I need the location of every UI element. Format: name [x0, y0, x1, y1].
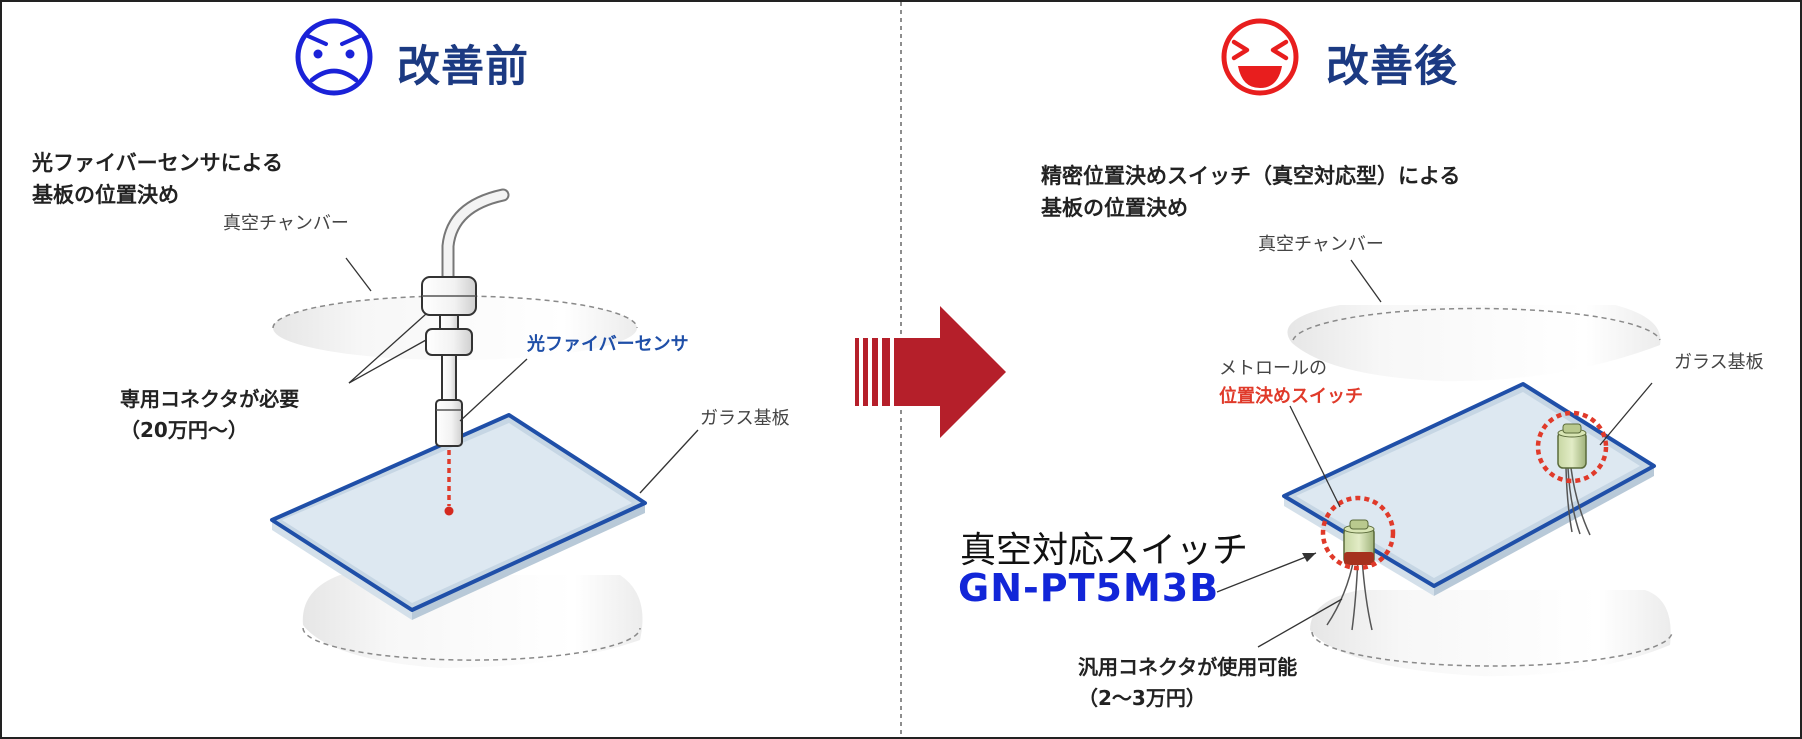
glass-leader-after — [1599, 382, 1653, 446]
after-description-line-1: 精密位置決めスイッチ（真空対応型）による — [1041, 164, 1461, 188]
before-description-line-1: 光ファイバーセンサによる — [32, 151, 283, 175]
chamber-leader — [345, 257, 372, 292]
fiber-sensor-icon — [421, 188, 510, 447]
right-arrow-icon — [855, 306, 1006, 438]
vacuum-chamber-bottom-after — [1310, 590, 1673, 677]
vacuum-chamber-top-after — [1287, 305, 1661, 382]
switch-label-line-1: メトロールの — [1219, 358, 1327, 379]
vacuum-switch-label: 真空対応スイッチ — [960, 530, 1249, 571]
chamber-label-after: 真空チャンバー — [1258, 234, 1384, 255]
sensor-leader — [459, 358, 528, 422]
glass-substrate-label-after: ガラス基板 — [1674, 352, 1764, 373]
general-connector-line-2: （2～3万円） — [1078, 686, 1206, 710]
chamber-leader-after — [1350, 259, 1382, 303]
glass-substrate — [270, 413, 647, 620]
after-description: 精密位置決めスイッチ（真空対応型）による 基板の位置決め — [1041, 160, 1460, 224]
switch-leader — [1289, 405, 1341, 508]
fiber-sensor-label: 光ファイバーセンサ — [527, 334, 689, 355]
model-number: GN-PT5M3B — [958, 566, 1220, 610]
before-description-line-2: 基板の位置決め — [32, 183, 179, 207]
vacuum-switch-icon — [1320, 495, 1396, 631]
vacuum-switch-leader — [1216, 552, 1317, 593]
general-connector-note: 汎用コネクタが使用可能 （2～3万円） — [1078, 652, 1297, 714]
before-heading: 改善前 — [397, 42, 529, 92]
laughing-face-icon — [1221, 18, 1299, 96]
after-heading: 改善後 — [1326, 42, 1458, 92]
positioning-switch-icon — [1535, 410, 1609, 536]
before-description: 光ファイバーセンサによる 基板の位置決め — [32, 147, 283, 211]
connector-leader-b — [348, 339, 427, 384]
connector-leader-a — [348, 313, 427, 384]
dedicated-connector-line-1: 専用コネクタが必要 — [120, 387, 300, 411]
sad-face-icon — [295, 18, 373, 96]
connector-leader-after — [1257, 598, 1343, 648]
switch-label-line-2: 位置決めスイッチ — [1219, 386, 1363, 407]
glass-substrate-label: ガラス基板 — [700, 408, 790, 429]
after-description-line-2: 基板の位置決め — [1041, 196, 1188, 220]
dedicated-connector-line-2: （20万円～） — [120, 418, 248, 442]
general-connector-line-1: 汎用コネクタが使用可能 — [1078, 655, 1298, 679]
dedicated-connector-note: 専用コネクタが必要 （20万円～） — [120, 384, 299, 446]
leader-arrowhead — [1302, 553, 1316, 562]
beam-spot — [444, 506, 454, 516]
glass-leader — [639, 429, 699, 494]
chamber-label: 真空チャンバー — [223, 213, 349, 234]
